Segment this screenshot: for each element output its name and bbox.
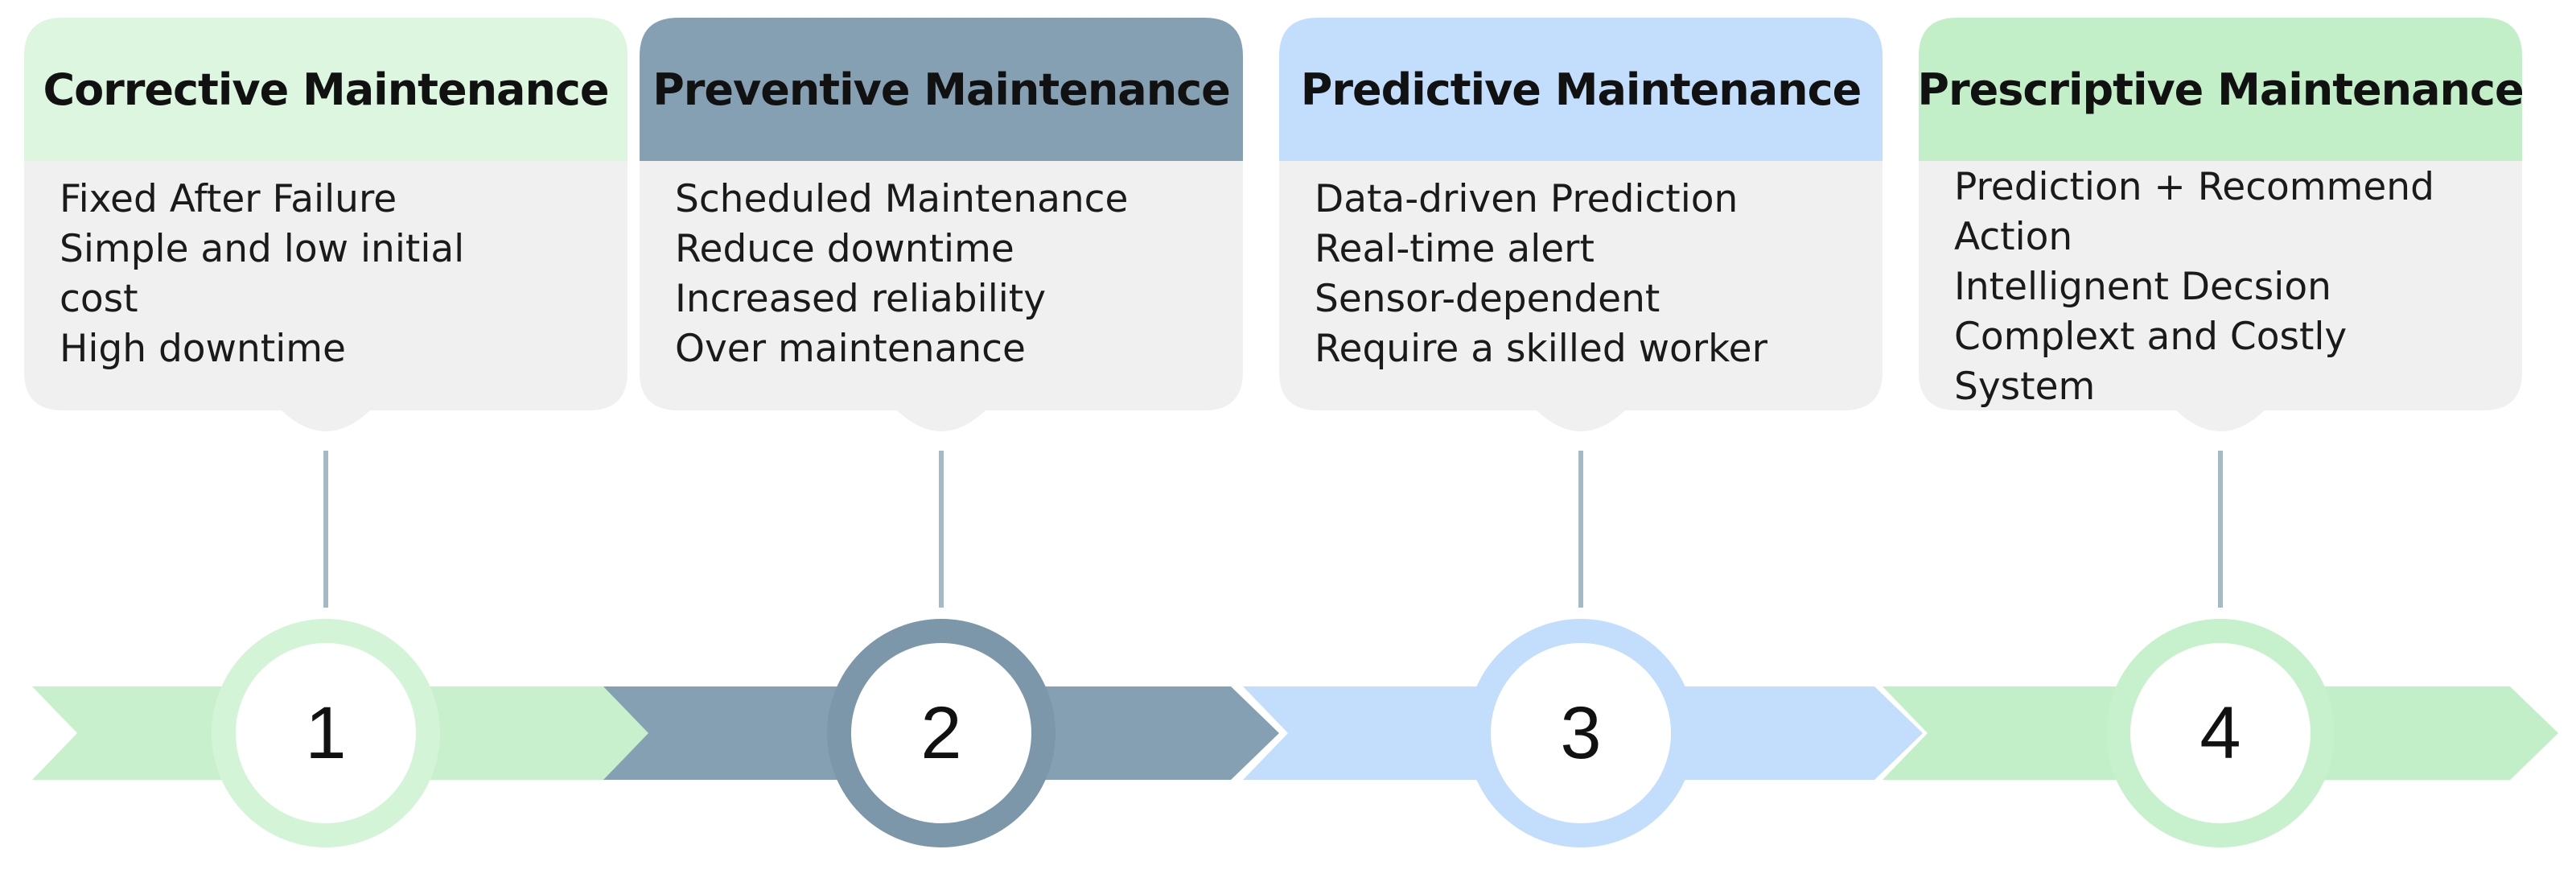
stage-feature: Fixed After Failure [60,177,397,221]
stage-card-preventive: Preventive Maintenance Scheduled Mainten… [640,18,1243,452]
card-background [24,18,628,431]
stage-feature: Increased reliability [675,277,1047,321]
stage-feature: cost [60,277,138,321]
stage-feature: Prediction + Recommend [1954,165,2434,209]
step-number-1: 1 [305,691,347,774]
card-background [640,18,1243,431]
stage-feature: Over maintenance [675,327,1026,371]
stage-feature-list: Data-driven Prediction Real-time alert S… [1315,175,1837,374]
stage-feature: Require a skilled worker [1315,327,1767,371]
stage-feature: Reduce downtime [675,227,1014,271]
step-circle-4 [2106,619,2335,847]
step-circle-2 [827,619,1056,847]
stage-feature: Complext and Costly System [1954,315,2348,409]
stage-feature: Data-driven Prediction [1315,177,1739,221]
step-circle-3 [1467,619,1695,847]
step-number-2: 2 [920,691,962,774]
card-background [1919,18,2522,431]
step-circle-1 [212,619,440,847]
stage-feature-list: Prediction + Recommend Action Intelligne… [1954,163,2477,412]
stage-card-predictive: Predictive Maintenance Data-driven Predi… [1279,18,1883,452]
step-number-3: 3 [1560,691,1602,774]
stage-card-prescriptive: Prescriptive Maintenance Prediction + Re… [1917,18,2525,452]
stage-feature: Scheduled Maintenance [675,177,1129,221]
stage-feature: High downtime [60,327,346,371]
card-background [1279,18,1883,431]
stage-feature-list: Scheduled Maintenance Reduce downtime In… [675,175,1198,374]
stage-title: Predictive Maintenance [1300,64,1862,115]
stage-feature-list: Fixed After Failure Simple and low initi… [60,175,582,374]
stage-feature: Action [1954,215,2073,259]
stage-title: Preventive Maintenance [652,64,1231,115]
stage-feature: Intellignent Decsion [1954,265,2331,309]
stage-title: Corrective Maintenance [43,64,609,115]
stage-card-corrective: Corrective Maintenance Fixed After Failu… [24,18,628,452]
step-number-4: 4 [2199,691,2241,774]
stage-feature: Simple and low initial [60,227,465,271]
stage-feature: Sensor-dependent [1315,277,1660,321]
stage-feature: Real-time alert [1315,227,1595,271]
stage-title: Prescriptive Maintenance [1917,64,2524,115]
